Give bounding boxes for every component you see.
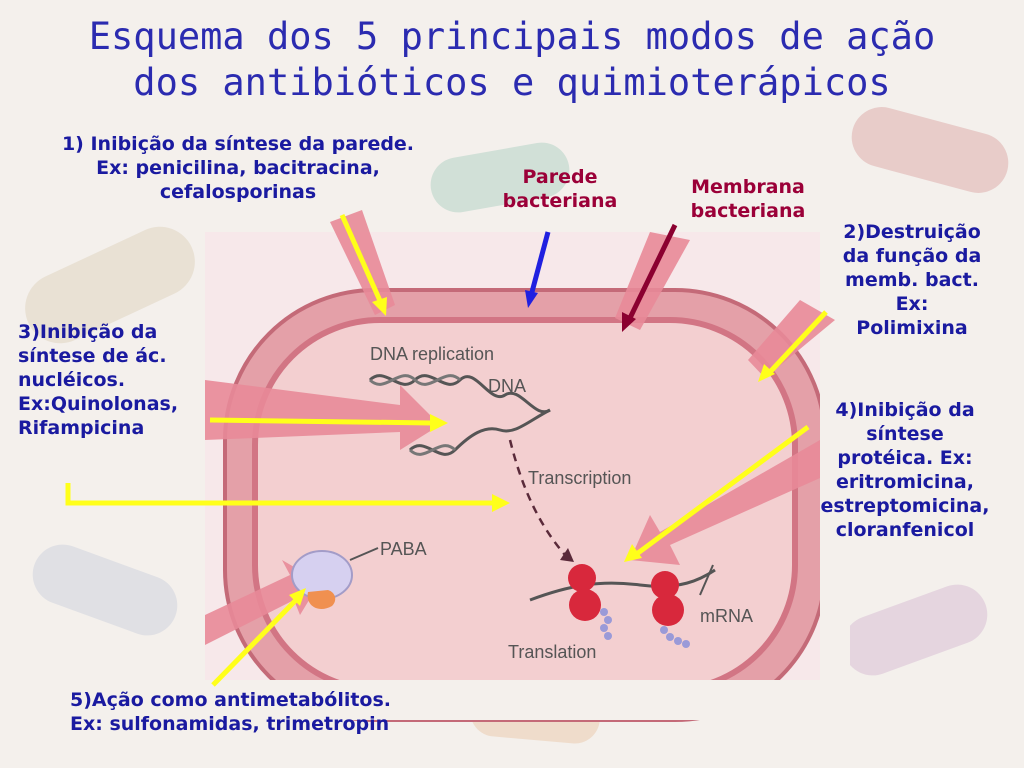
label-mode-2-line: Polimixina (856, 317, 968, 339)
arrow-mode2 (758, 310, 828, 382)
pink-arrow-nucleic-acid (205, 380, 440, 450)
arrow-mode1 (339, 213, 387, 316)
label-parede-line: bacteriana (502, 190, 618, 212)
title-line-1: Esquema dos 5 principais modos de ação (88, 15, 936, 58)
arrow-mode4 (624, 424, 810, 562)
ribosome-1 (568, 564, 612, 640)
paba-pointer (349, 547, 379, 561)
label-membrana-line: Membrana (691, 176, 805, 198)
dna-strand (408, 444, 457, 456)
arrow-membrana (622, 223, 678, 332)
label-mode-5-line: Ex: sulfonamidas, trimetropin (70, 713, 390, 735)
arrow-mode5 (211, 588, 306, 687)
label-mode-2-line: da função da (842, 245, 982, 267)
label-membrana: Membrana bacteriana (668, 175, 828, 223)
paba-label: PABA (380, 539, 427, 559)
label-parede: Parede bacteriana (480, 165, 640, 213)
transcription-label: Transcription (528, 468, 631, 488)
transcription-arrow (508, 439, 566, 556)
paba-substrate (307, 590, 336, 610)
dna-replication-label: DNA replication (370, 344, 494, 364)
label-mode-2-line: 2)Destruição (843, 221, 981, 243)
label-mode-1: 1) Inibição da síntese da parede. Ex: pe… (18, 132, 458, 204)
label-mode-4-line: cloranfenicol (835, 519, 975, 541)
label-mode-3-line: 3)Inibição da (18, 321, 158, 343)
panel-mask-right (820, 232, 850, 692)
label-parede-line: Parede (522, 166, 598, 188)
label-mode-5: 5)Ação como antimetabólitos. Ex: sulfona… (70, 688, 510, 736)
label-mode-3-line: Ex:Quinolonas, (18, 393, 179, 415)
label-mode-2-line: memb. bact. (845, 269, 979, 291)
label-mode-5-line: 5)Ação como antimetabólitos. (70, 689, 392, 711)
label-mode-4-line: 4)Inibição da (835, 399, 975, 421)
label-mode-1-line: 1) Inibição da síntese da parede. (61, 133, 415, 155)
arrow-mode3-upper (209, 414, 448, 432)
dna-strand (368, 374, 551, 414)
dna-label: DNA (488, 376, 526, 396)
panel-mask-bottom (205, 680, 845, 720)
label-mode-3-line: nucléicos. (18, 369, 126, 391)
label-mode-3: 3)Inibição da síntese de ác. nucléicos. … (18, 320, 218, 440)
label-mode-3-line: síntese de ác. (18, 345, 167, 367)
label-mode-2: 2)Destruição da função da memb. bact. Ex… (822, 220, 1002, 340)
transcription-arrowhead (560, 548, 574, 562)
label-mode-4-line: estreptomicina, (820, 495, 990, 517)
dna-strand (368, 374, 462, 386)
pink-arrow-membrane-right (748, 300, 835, 378)
ribosome-2 (651, 571, 690, 648)
label-mode-4-line: eritromicina, (836, 471, 974, 493)
label-mode-4-line: síntese (866, 423, 944, 445)
page-title: Esquema dos 5 principais modos de ação d… (0, 14, 1024, 106)
pink-arrow-antimetabolite (205, 560, 320, 645)
label-mode-4-line: protéica. Ex: (837, 447, 973, 469)
arrow-mode3-lower (65, 483, 510, 512)
label-mode-3-line: Rifampicina (18, 417, 145, 439)
label-mode-1-line: cefalosporinas (159, 181, 317, 203)
arrow-parede (525, 231, 551, 308)
title-line-2: dos antibióticos e quimioterápicos (133, 61, 891, 104)
label-mode-4: 4)Inibição da síntese protéica. Ex: erit… (800, 398, 1010, 542)
label-mode-2-line: Ex: (895, 293, 929, 315)
translation-label: Translation (508, 642, 596, 662)
label-mode-1-line: Ex: penicilina, bacitracina, (96, 157, 380, 179)
mrna-pointer (699, 564, 714, 596)
mrna-label: mRNA (700, 606, 753, 626)
mrna-strand (529, 568, 716, 602)
label-membrana-line: bacteriana (690, 200, 806, 222)
pink-arrow-protein (630, 440, 820, 565)
